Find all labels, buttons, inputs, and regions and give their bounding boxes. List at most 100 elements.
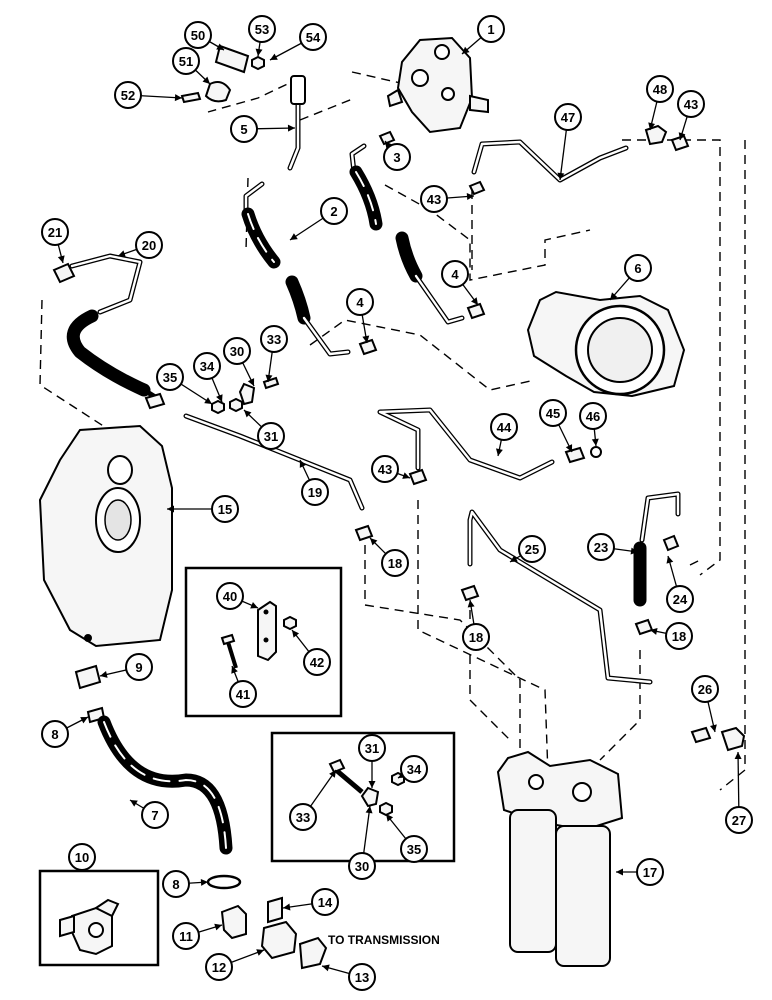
leader-arrow-c9 [100, 671, 108, 678]
callout-c17: 17 [636, 858, 664, 886]
callout-label: 8 [51, 727, 58, 742]
callout-circle [41, 218, 69, 246]
callout-circle [205, 953, 233, 981]
callout-circle [400, 755, 428, 783]
leader-arrow-c31a [244, 410, 252, 418]
callout-label: 15 [218, 502, 232, 517]
callout-c25: 25 [518, 535, 546, 563]
leader-arrow-c45 [565, 444, 573, 452]
callout-label: 31 [264, 429, 278, 444]
callout-c43a: 43 [677, 90, 705, 118]
callout-circle [477, 15, 505, 43]
callout-c52: 52 [114, 81, 142, 109]
callout-circle [691, 675, 719, 703]
small-fittings [52, 124, 690, 636]
callout-label: 33 [296, 810, 310, 825]
callout-circle [41, 720, 69, 748]
callout-circle [311, 888, 339, 916]
leader-arrow-c4b [362, 335, 370, 343]
callout-c10: 10 [68, 843, 96, 871]
leader-arrow-c41 [231, 666, 238, 674]
callout-c23: 23 [587, 533, 615, 561]
callout-circle [162, 870, 190, 898]
leader-arrow-c43a [678, 132, 686, 140]
tube-20-hose [66, 253, 163, 403]
callout-c30a: 30 [223, 337, 251, 365]
callout-circle [624, 254, 652, 282]
callout-circle [172, 47, 200, 75]
callout-label: 18 [469, 630, 483, 645]
leader-arrow-c44 [495, 448, 503, 456]
callout-label: 7 [151, 808, 158, 823]
leader-arrow-c21 [57, 255, 65, 263]
leader-arrow-c25 [510, 555, 518, 562]
callout-c3: 3 [383, 143, 411, 171]
hose-7 [74, 664, 233, 855]
callout-circle [383, 143, 411, 171]
callout-label: 33 [267, 332, 281, 347]
leader-arrow-c53 [255, 48, 263, 56]
leader-arrow-c6 [610, 292, 618, 300]
callout-label: 35 [407, 842, 421, 857]
callout-label: 8 [172, 877, 179, 892]
leader-arrow-c34a [216, 394, 223, 402]
callout-c4a: 4 [441, 260, 469, 288]
callout-circle [358, 734, 386, 762]
callout-circle [579, 402, 607, 430]
leader-arrow-c54 [270, 53, 278, 60]
inset-box-elbow [38, 869, 160, 967]
callout-label: 25 [525, 542, 539, 557]
callout-label: 43 [684, 97, 698, 112]
callout-label: 13 [355, 970, 369, 985]
leader-arrow-c23 [630, 547, 638, 555]
callout-c31b: 31 [358, 734, 386, 762]
leader-arrow-c35a [204, 397, 212, 404]
leader-arrow-c11 [214, 923, 222, 931]
leader-arrow-c52 [174, 94, 182, 102]
callout-c2: 2 [320, 197, 348, 225]
callout-c20: 20 [135, 231, 163, 259]
callout-c26: 26 [691, 675, 719, 703]
callout-circle [518, 535, 546, 563]
note-to-transmission: TO TRANSMISSION [328, 933, 440, 947]
callout-c13: 13 [348, 963, 376, 991]
leader-arrow-c7 [130, 800, 138, 807]
callout-label: 52 [121, 88, 135, 103]
callout-circle [114, 81, 142, 109]
leader-arrow-c33b [329, 770, 336, 778]
callout-c21: 21 [41, 218, 69, 246]
callout-label: 18 [672, 629, 686, 644]
callout-circle [441, 260, 469, 288]
leader-arrow-c43b [466, 193, 474, 201]
callout-c9: 9 [125, 653, 153, 681]
leader-arrow-c8a [80, 717, 88, 724]
callout-c47: 47 [554, 103, 582, 131]
leader-arrow-c42 [292, 630, 300, 638]
callout-c15: 15 [211, 495, 239, 523]
callout-label: 4 [451, 267, 459, 282]
tube-44 [377, 407, 555, 481]
callout-label: 42 [310, 655, 324, 670]
callout-c12: 12 [205, 953, 233, 981]
callout-c8b: 8 [162, 870, 190, 898]
leader-arrow-c50 [216, 43, 224, 50]
leader-arrow-c24 [666, 556, 674, 564]
leader-arrow-c3 [385, 141, 392, 149]
callout-circle [141, 801, 169, 829]
leader-arrow-c8b [200, 878, 208, 886]
leader-arrow-c14 [283, 903, 291, 911]
leader-arrow-c18a [370, 538, 378, 546]
callout-circle [646, 75, 674, 103]
callout-label: 51 [179, 54, 193, 69]
callout-circle [666, 585, 694, 613]
callout-c6: 6 [624, 254, 652, 282]
callout-label: 10 [75, 850, 89, 865]
callout-label: 14 [318, 895, 333, 910]
callout-circle [289, 803, 317, 831]
callout-label: 6 [634, 261, 641, 276]
control-valve [386, 36, 489, 134]
callout-circle [420, 185, 448, 213]
callout-label: 46 [586, 409, 600, 424]
